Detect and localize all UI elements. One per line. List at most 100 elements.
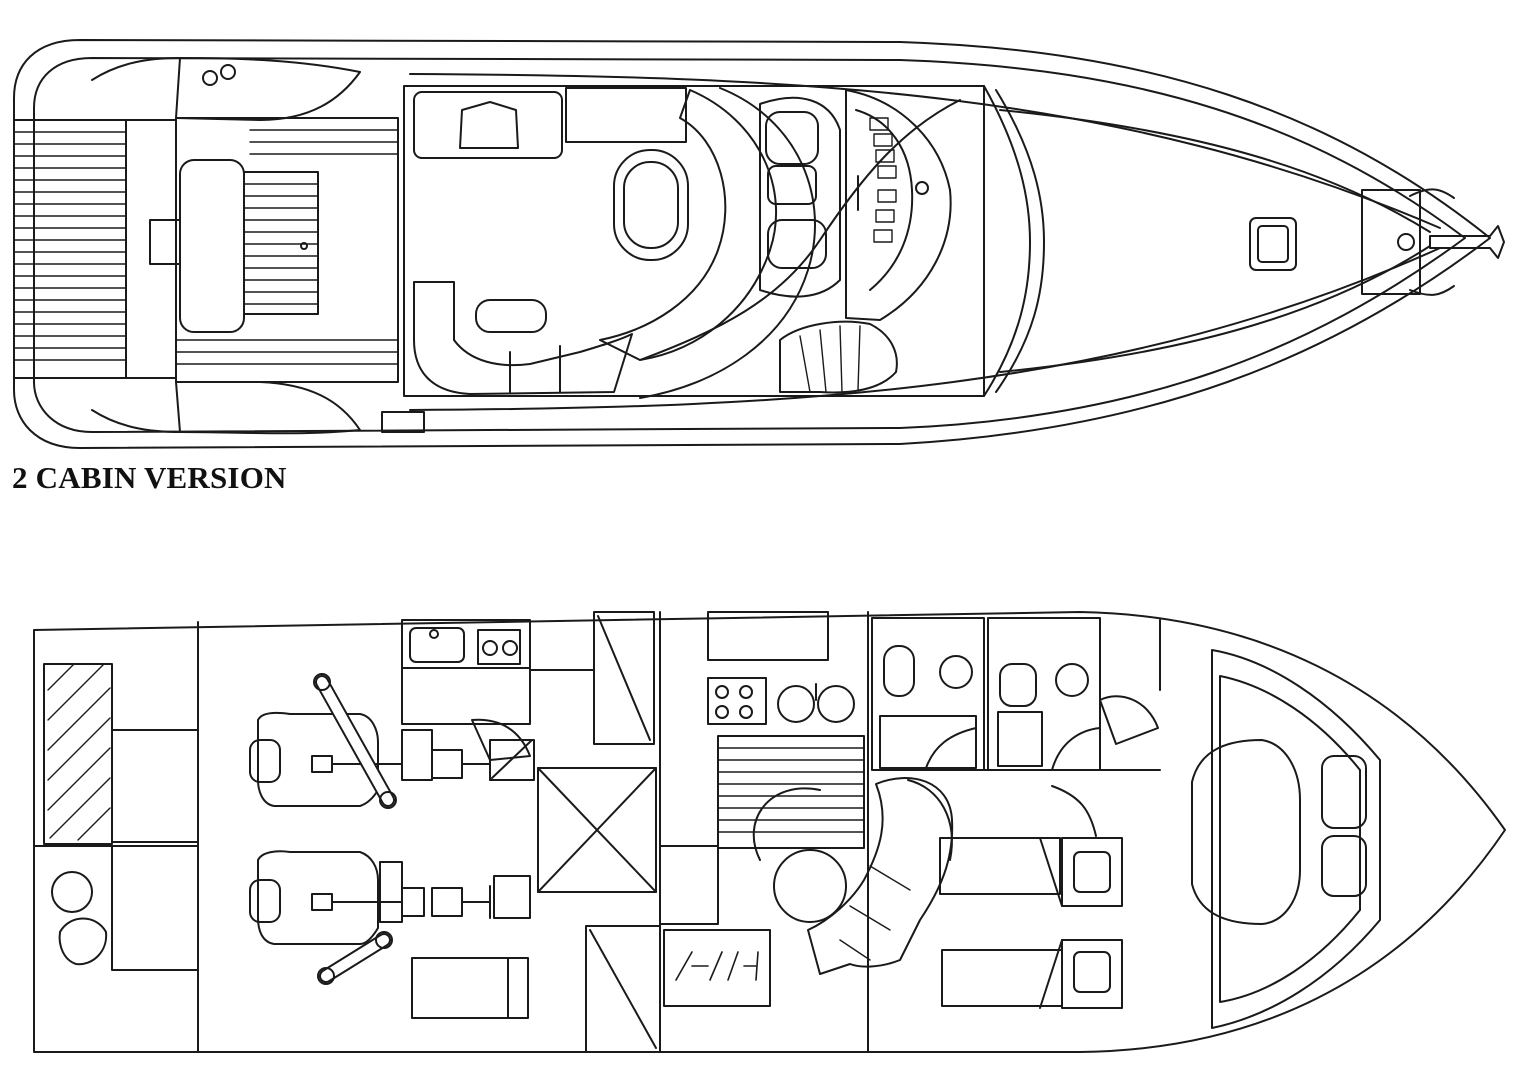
head-2-basin: [1056, 664, 1088, 696]
guest-divider-2: [1040, 940, 1062, 1008]
aft-sunpad: [176, 118, 398, 382]
curved-settee-back: [640, 88, 815, 398]
dinette-table: [614, 150, 688, 260]
cabinet-row: [402, 668, 530, 724]
guest-berth-stbd: [940, 838, 1060, 894]
hob-small-ring-2: [503, 641, 517, 655]
aft-seat-lower: [176, 382, 360, 433]
foredeck-hatch-inner: [1258, 226, 1288, 262]
island-bed: [1192, 740, 1300, 924]
curved-sofa: [808, 778, 952, 974]
forward-cabin-inner: [1220, 676, 1360, 1002]
sofa-seams: [840, 866, 910, 960]
bow-rail-upper: [1410, 189, 1454, 198]
burner-2: [740, 686, 752, 698]
deck-hull-outline: [14, 40, 1490, 448]
cup-holder-1: [203, 71, 217, 85]
anchor-locker: [1362, 190, 1420, 294]
aft-seat-upper: [176, 58, 360, 120]
port-lounge-cushion: [476, 300, 546, 332]
swim-platform: [14, 120, 126, 378]
generator: [412, 958, 528, 1018]
burner-1: [716, 686, 728, 698]
windscreen: [984, 86, 1030, 396]
burner-3: [716, 706, 728, 718]
deck-inner-outline: [34, 58, 1465, 432]
forward-locker-1: [1322, 756, 1366, 828]
ice-maker: [460, 102, 518, 148]
utility-sink: [410, 628, 464, 662]
helm-console-dash: [856, 110, 912, 290]
lower-hull-outline: [34, 612, 1505, 1052]
bedside-cabinet-1: [1062, 838, 1122, 906]
store-2: [586, 926, 660, 1052]
foredeck-line-upper: [1000, 110, 1430, 232]
forward-locker-2: [1322, 836, 1366, 896]
head-1-basin: [940, 656, 972, 688]
bedside-drawer-1: [1074, 852, 1110, 892]
head-2-toilet: [1000, 664, 1036, 706]
deck-rail-upper: [410, 74, 1440, 228]
store-2-diag: [590, 930, 656, 1048]
saloon-step-lines: [718, 748, 864, 832]
hatch-handle: [301, 243, 307, 249]
door-swing-1: [472, 720, 530, 760]
companionway-curve: [640, 100, 960, 360]
wine-cooler-marks: [676, 952, 758, 980]
head-2: [988, 618, 1100, 770]
steering-wheel-hub: [916, 182, 928, 194]
deck-rail-lower: [410, 248, 1440, 410]
helm-seat-2: [768, 166, 816, 204]
galley-counter: [708, 612, 828, 660]
galley-sink-1: [778, 686, 814, 722]
saloon-steps: [718, 736, 864, 848]
windscreen-frame: [996, 90, 1044, 392]
head-1-toilet: [884, 646, 914, 696]
side-step: [382, 412, 424, 432]
companionway-steps: [780, 322, 897, 393]
forward-door: [1100, 696, 1158, 744]
galley-sink-2: [818, 686, 854, 722]
bedside-drawer-2: [1074, 952, 1110, 992]
lounge-arc-1: [754, 788, 820, 860]
sink-tap: [430, 630, 438, 638]
curved-sofa-back: [908, 780, 952, 860]
crew-toilet-bowl: [60, 919, 107, 965]
forward-cabin-outline: [1212, 650, 1380, 1028]
wardrobe-aft-diag: [598, 616, 650, 740]
cockpit-area: [404, 86, 984, 396]
bow-rail-lower: [1410, 286, 1454, 295]
windlass: [1398, 234, 1414, 250]
aft-sunpad-planks: [176, 130, 398, 364]
bedside-cabinet-2: [1062, 940, 1122, 1008]
head-1: [872, 618, 984, 770]
cabinet-below-steps: [660, 846, 718, 924]
valve-box-diag: [492, 740, 532, 778]
cup-holder-2: [221, 65, 235, 79]
wardrobe-aft: [594, 612, 654, 744]
wine-cooler: [664, 930, 770, 1006]
aft-rail-lower: [92, 410, 180, 432]
engine-starboard: [250, 674, 490, 808]
hob-small: [478, 630, 520, 664]
crew-berth: [112, 846, 198, 970]
bar-counter: [566, 88, 686, 142]
version-caption: 2 CABIN VERSION: [12, 460, 287, 495]
aft-sunpad-inner: [180, 160, 244, 332]
head-1-shower: [880, 716, 976, 768]
anchor: [1430, 226, 1504, 258]
lazarette-hatching: [48, 664, 110, 840]
aft-rail-upper: [92, 58, 180, 80]
deck-plan: [14, 40, 1504, 448]
port-lounge: [414, 282, 632, 394]
dinette-table-inner: [624, 162, 678, 248]
crew-bunk: [112, 730, 198, 842]
hob-small-ring-1: [483, 641, 497, 655]
helm-seat-1: [766, 112, 818, 164]
galley-cooktop: [708, 678, 766, 724]
guest-door: [1052, 786, 1096, 836]
store-1-x2: [538, 768, 656, 892]
store-1: [538, 768, 656, 892]
wet-bar: [414, 92, 562, 158]
